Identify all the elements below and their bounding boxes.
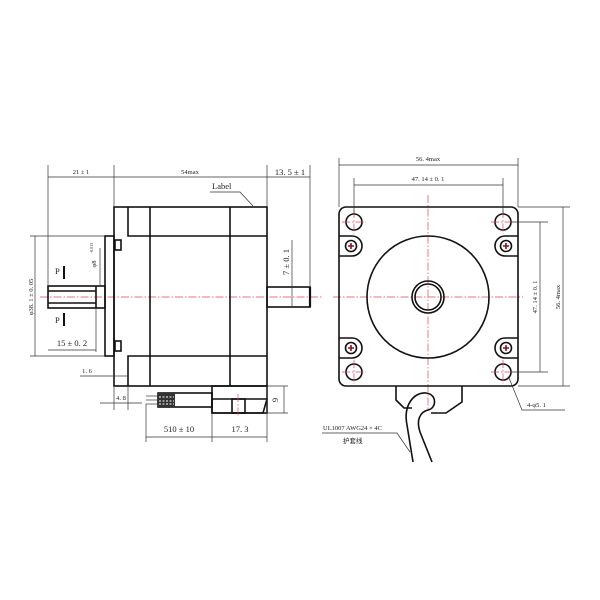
connector-lip: [211, 398, 269, 414]
dim-front-height: 56. 4max: [555, 284, 562, 309]
dim-flat-length: 15 ± 0. 2: [57, 338, 87, 348]
motor-body: [113, 206, 268, 387]
screw-pocket: [339, 337, 363, 359]
screw-pocket: [494, 337, 518, 359]
flange-pilot: [104, 235, 115, 357]
boss-circle: [366, 235, 490, 359]
label-callout: Label: [212, 181, 232, 191]
screw-pocket: [339, 235, 363, 257]
dim-front-width: 56. 4max: [416, 156, 441, 163]
dim-rear-shaft-diameter: 7 ± 0. 1: [281, 249, 291, 275]
cable-boot-right: [431, 386, 463, 414]
screw-slot-bottom: [114, 340, 122, 352]
dim-mounting-holes: 4-φ5. 1: [527, 402, 546, 409]
dim-shaft-length: 21 ± 1: [73, 169, 90, 176]
dim-connector-height: 9: [270, 398, 280, 402]
cable-note: 护套线: [343, 436, 363, 445]
front-view: 56. 4max 47. 14 ± 0. 1 47. 14 ± 0. 1 56.…: [322, 156, 570, 463]
dim-shaft-diameter: φ8: [91, 260, 98, 267]
front-cap-top: [127, 207, 267, 237]
dim-hole-spacing-h: 47. 14 ± 0. 1: [412, 176, 445, 183]
screw-head: [499, 239, 513, 253]
cable-boot-left: [395, 386, 412, 409]
dim-pilot-depth: 4. 8: [116, 395, 126, 402]
screw-cross-icon: [348, 345, 354, 351]
side-view: 21 ± 1 54max 13. 5 ± 1 Label φ38. 1 ± 0.…: [28, 165, 322, 442]
label-leader: [210, 191, 254, 207]
shaft-inner: [414, 283, 442, 311]
dim-hole-spacing-v: 47. 14 ± 0. 1: [532, 281, 539, 314]
screw-head: [344, 239, 358, 253]
screw-cross-icon: [503, 345, 509, 351]
cable-spec: UL1007 AWG24 × 4C: [323, 425, 382, 432]
connector-latch: [231, 398, 246, 414]
front-shaft: [47, 285, 106, 309]
front-cap-bottom: [127, 355, 267, 386]
dim-shaft-tol-lower: -0.013: [89, 243, 94, 253]
screw-head: [344, 341, 358, 355]
hole-leader: [508, 377, 565, 411]
section-mark-top: P: [55, 266, 60, 276]
section-mark-bottom: P: [55, 315, 60, 325]
screw-pocket: [494, 235, 518, 257]
dim-body-length: 54max: [181, 169, 199, 176]
screw-slot-top: [114, 239, 122, 251]
shaft-outer: [411, 280, 445, 314]
flange-square: [338, 206, 519, 387]
cable: [405, 392, 436, 463]
lead-sleeve-hatch: [158, 393, 175, 407]
screw-head: [499, 341, 513, 355]
dim-lead-length: 510 ± 10: [164, 424, 194, 434]
screw-cross-icon: [503, 243, 509, 249]
screw-cross-icon: [348, 243, 354, 249]
screw-heads: [339, 235, 518, 359]
cable-leader: [322, 432, 411, 453]
dim-pilot-diameter: φ38. 1 ± 0. 05: [28, 279, 35, 316]
dim-flange-thickness: 1. 6: [82, 368, 93, 375]
dim-rear-shaft: 13. 5 ± 1: [275, 167, 305, 177]
dim-connector-length: 17. 3: [232, 424, 249, 434]
